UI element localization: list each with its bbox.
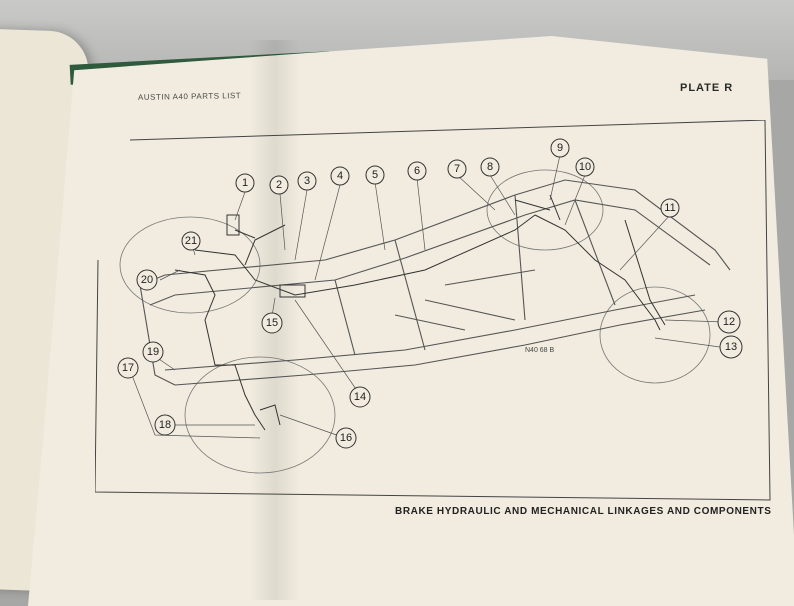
rear-wheel-left — [486, 169, 604, 251]
callout-7: 7 — [447, 159, 467, 179]
callout-21: 21 — [181, 231, 201, 251]
pedal-assembly — [279, 284, 306, 298]
callout-6: 6 — [407, 161, 427, 181]
svg-text:17: 17 — [122, 362, 134, 374]
callout-11: 11 — [660, 198, 680, 218]
callout-8: 8 — [480, 157, 500, 177]
plate-label: PLATE R — [680, 82, 734, 94]
svg-text:7: 7 — [454, 163, 460, 175]
callout-10: 10 — [575, 157, 595, 177]
svg-text:13: 13 — [725, 341, 737, 353]
plate-caption: BRAKE HYDRAULIC AND MECHANICAL LINKAGES … — [395, 506, 772, 517]
master-cylinder — [226, 214, 240, 236]
callout-3: 3 — [297, 171, 317, 191]
svg-text:15: 15 — [266, 317, 278, 329]
svg-text:8: 8 — [487, 161, 493, 173]
book-title-header: AUSTIN A40 PARTS LIST — [137, 91, 242, 102]
svg-text:6: 6 — [414, 165, 420, 177]
callout-15: 15 — [261, 312, 283, 334]
callout-18: 18 — [154, 414, 176, 436]
drawing-reference: N40 68 B — [525, 347, 555, 354]
callout-19: 19 — [142, 341, 164, 363]
svg-text:16: 16 — [340, 432, 352, 444]
chassis-diagram: N40 68 B 1 2 3 4 5 6 7 8 9 10 11 12 13 1… — [95, 120, 771, 501]
svg-text:21: 21 — [185, 235, 197, 247]
svg-text:12: 12 — [723, 316, 735, 328]
svg-text:18: 18 — [159, 419, 171, 431]
callout-2: 2 — [269, 175, 289, 195]
callout-16: 16 — [335, 427, 357, 449]
front-wheel-right — [184, 356, 336, 474]
brake-lines — [174, 194, 666, 431]
diagram-border — [95, 120, 771, 501]
svg-text:5: 5 — [372, 169, 378, 181]
svg-text:9: 9 — [557, 142, 563, 154]
svg-text:2: 2 — [276, 179, 282, 191]
chassis-frame — [139, 179, 731, 386]
callout-13: 13 — [719, 335, 743, 359]
svg-text:3: 3 — [304, 175, 310, 187]
callout-9: 9 — [550, 138, 570, 158]
callout-17: 17 — [117, 357, 139, 379]
svg-text:11: 11 — [664, 202, 675, 214]
callout-4: 4 — [330, 166, 350, 186]
callout-5: 5 — [365, 165, 385, 185]
callout-14: 14 — [349, 386, 371, 408]
callout-20: 20 — [136, 269, 158, 291]
svg-text:4: 4 — [337, 170, 343, 182]
callout-1: 1 — [235, 173, 255, 193]
front-wheel-left — [119, 216, 261, 314]
callout-12: 12 — [717, 310, 741, 334]
svg-text:10: 10 — [579, 161, 591, 173]
svg-text:19: 19 — [147, 346, 159, 358]
svg-text:14: 14 — [354, 391, 366, 403]
svg-text:1: 1 — [242, 177, 248, 189]
svg-text:20: 20 — [141, 274, 153, 286]
rear-wheel-right — [599, 286, 711, 384]
